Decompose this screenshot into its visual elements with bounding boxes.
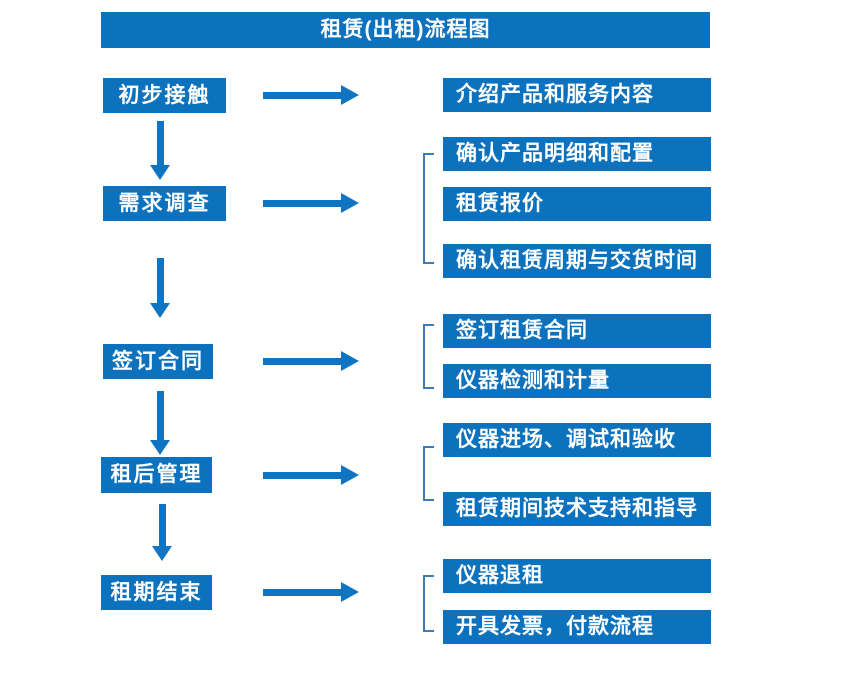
detail-box-confirm-product-config: 确认产品明细和配置	[443, 137, 711, 171]
arrow-shaft	[159, 504, 166, 546]
step-box-post-rental-management: 租后管理	[101, 457, 212, 493]
arrow-right-1	[263, 85, 359, 105]
detail-box-instrument-setup-acceptance: 仪器进场、调试和验收	[443, 423, 711, 457]
arrow-shaft	[157, 121, 164, 165]
arrow-shaft	[263, 92, 342, 99]
step-box-initial-contact: 初步接触	[103, 78, 226, 113]
arrow-shaft	[263, 589, 342, 596]
group-bracket-post-rental	[423, 446, 434, 501]
arrow-head-icon	[150, 165, 170, 180]
arrow-head-icon	[152, 546, 172, 561]
arrow-head-icon	[341, 582, 359, 602]
group-bracket-sign-contract	[423, 324, 434, 389]
step-box-needs-survey: 需求调查	[103, 186, 226, 221]
detail-box-instrument-return: 仪器退租	[443, 559, 711, 593]
arrow-head-icon	[341, 351, 359, 371]
arrow-head-icon	[341, 193, 359, 213]
arrow-shaft	[263, 472, 342, 479]
detail-box-rental-quotation: 租赁报价	[443, 187, 711, 221]
step-box-sign-contract: 签订合同	[103, 344, 213, 379]
group-bracket-needs-survey	[423, 153, 434, 264]
detail-box-instrument-testing: 仪器检测和计量	[443, 364, 711, 398]
flowchart-title: 租赁(出租)流程图	[101, 12, 710, 48]
arrow-head-icon	[150, 303, 170, 318]
arrow-shaft	[263, 200, 342, 207]
step-box-rental-end: 租期结束	[101, 575, 212, 610]
arrow-head-icon	[341, 85, 359, 105]
detail-box-tech-support: 租赁期间技术支持和指导	[443, 492, 711, 526]
detail-box-sign-rental-contract: 签订租赁合同	[443, 314, 711, 348]
group-bracket-rental-end	[423, 575, 434, 632]
arrow-shaft	[157, 258, 164, 303]
arrow-right-4	[263, 465, 359, 485]
arrow-head-icon	[341, 465, 359, 485]
detail-box-introduce-products: 介绍产品和服务内容	[443, 78, 711, 112]
arrow-shaft	[263, 358, 342, 365]
arrow-shaft	[157, 391, 164, 440]
arrow-right-2	[263, 193, 359, 213]
detail-box-invoice-payment: 开具发票，付款流程	[443, 610, 711, 644]
detail-box-confirm-period-delivery: 确认租赁周期与交货时间	[443, 244, 711, 278]
arrow-right-3	[263, 351, 359, 371]
arrow-right-5	[263, 582, 359, 602]
arrow-head-icon	[150, 440, 170, 455]
